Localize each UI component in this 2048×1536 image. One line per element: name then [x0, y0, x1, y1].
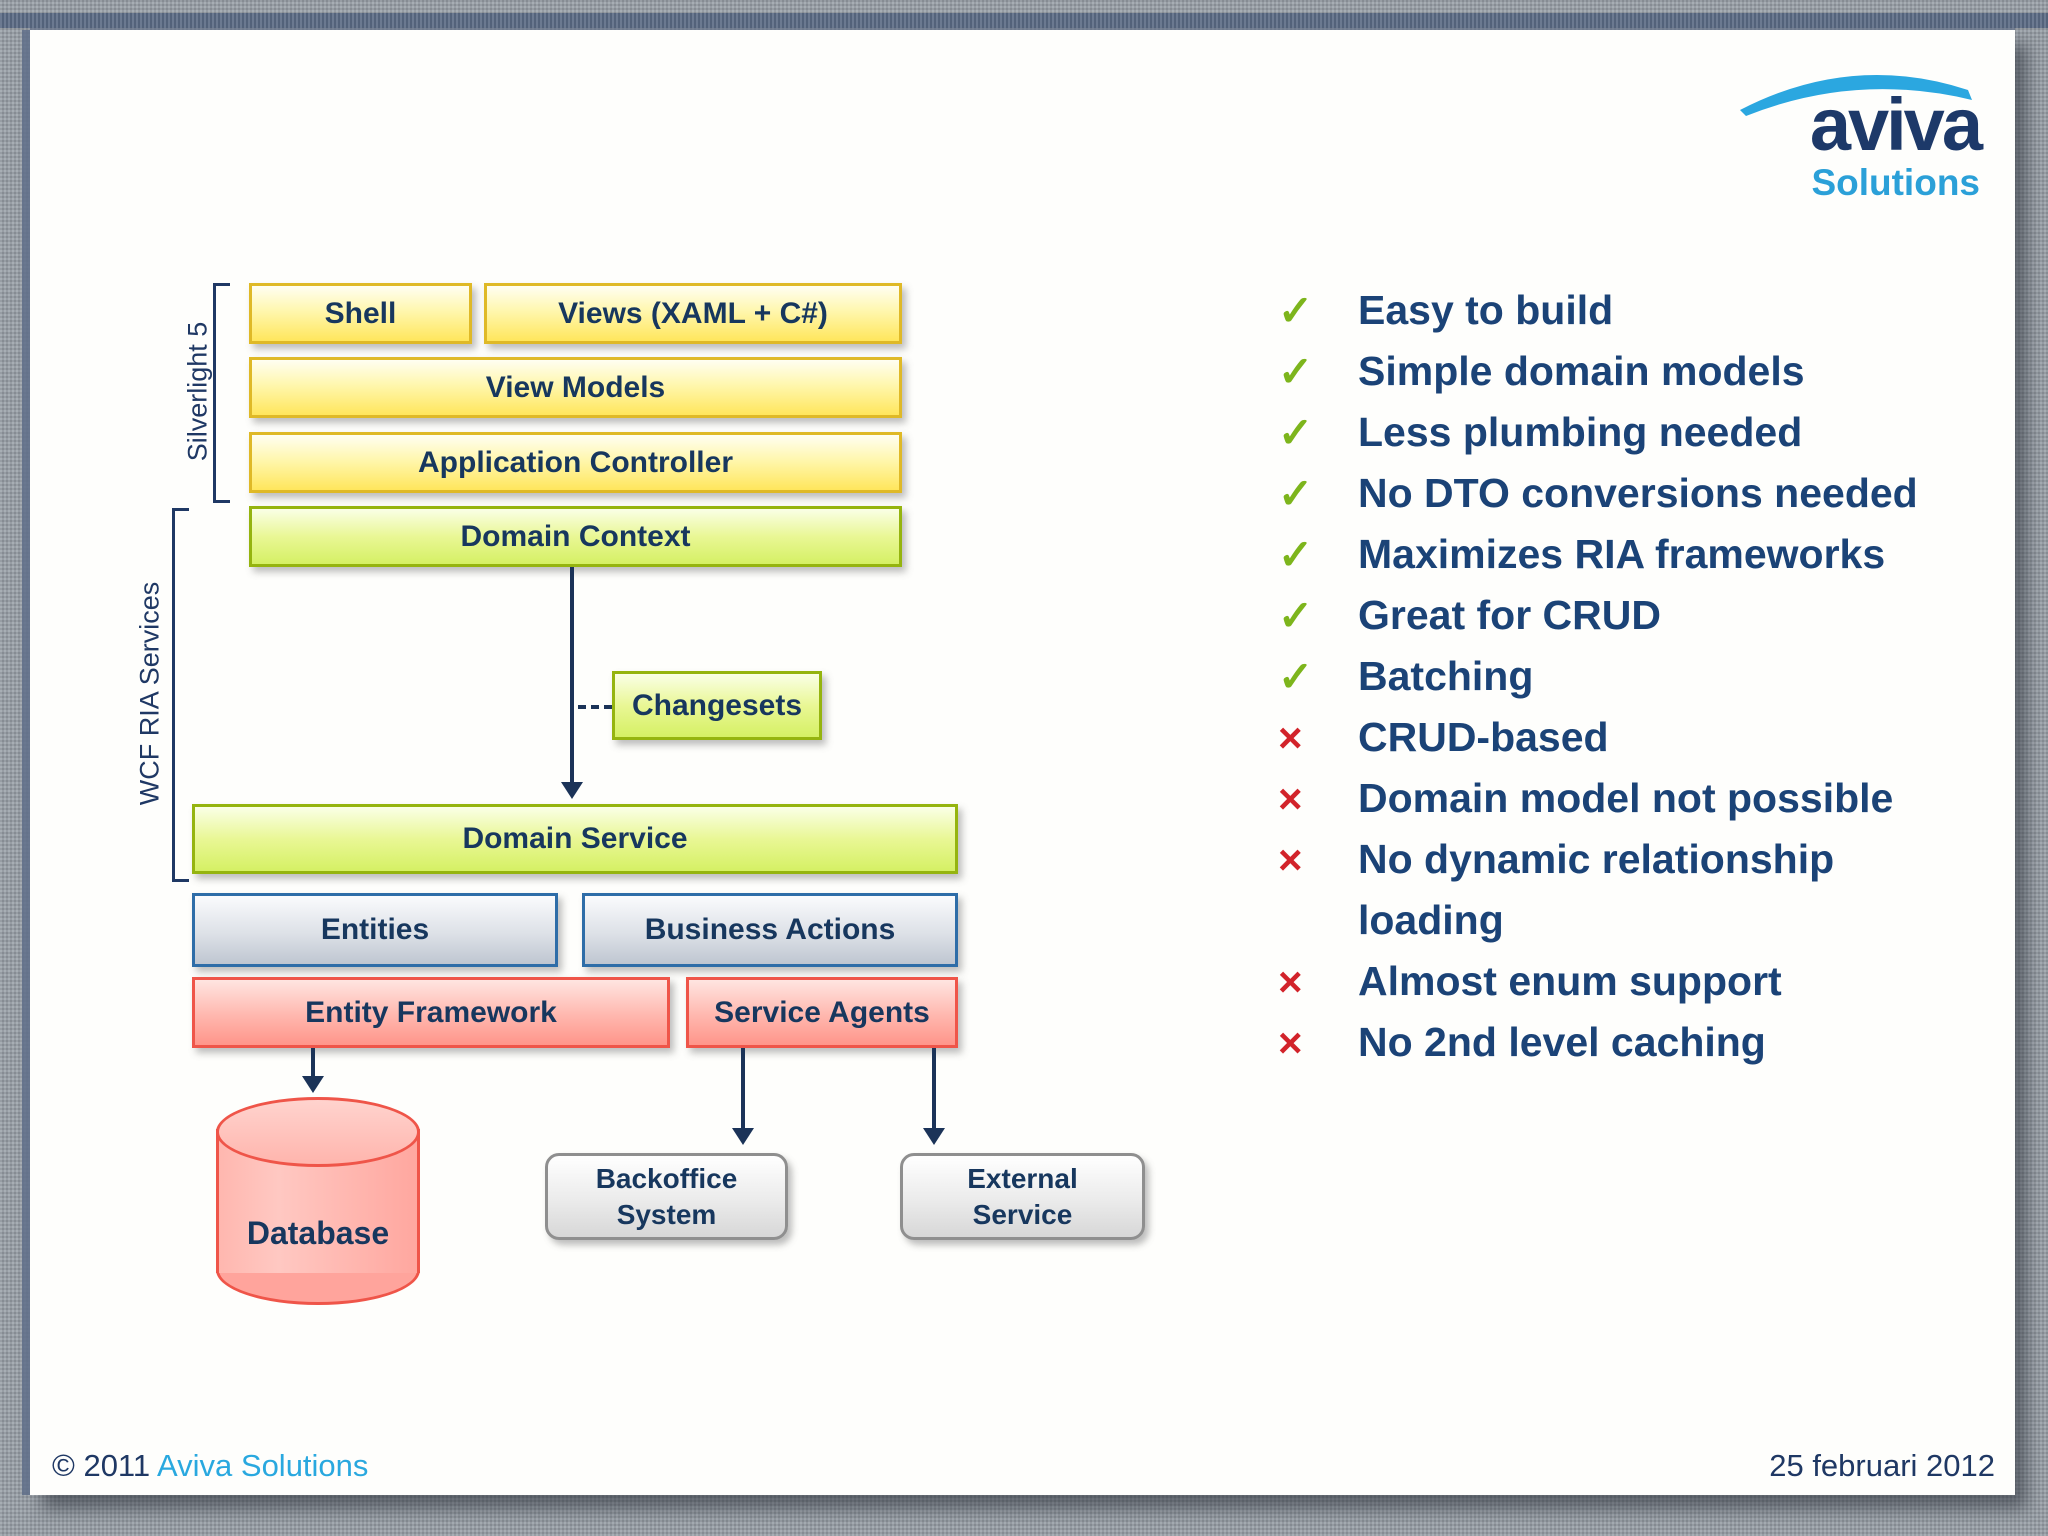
checklist-item-text: Simple domain models: [1358, 348, 1805, 394]
silverlight-bracket: [213, 283, 230, 503]
checklist-item: ✓ Batching: [1278, 646, 1998, 707]
checklist-item-text: Domain model not possible: [1358, 775, 1894, 821]
checklist-mark-icon: ✓: [1278, 653, 1314, 700]
checklist-item: ✓ No DTO conversions needed: [1278, 463, 1998, 524]
checklist-item: × No 2nd level caching: [1278, 1012, 1998, 1073]
node-domain-service: Domain Service: [192, 804, 958, 874]
pros-cons-checklist: ✓ Easy to build ✓ Simple domain models ✓…: [1278, 280, 1998, 1073]
checklist-item-text: Less plumbing needed: [1358, 409, 1803, 455]
node-view-models: View Models: [249, 357, 902, 418]
checklist-item: × CRUD-based: [1278, 707, 1998, 768]
checklist-item-text: Batching: [1358, 653, 1534, 699]
checklist-item-text: Great for CRUD: [1358, 592, 1661, 638]
database-label: Database: [246, 1215, 390, 1251]
checklist-mark-icon: ×: [1278, 1019, 1303, 1066]
arrow-sa-to-backoffice-head: [732, 1128, 754, 1145]
checklist-item: ✓ Simple domain models: [1278, 341, 1998, 402]
wcf-ria-bracket: [172, 508, 189, 882]
arrow-ef-to-database-head: [302, 1076, 324, 1093]
silverlight-label: Silverlight 5: [182, 321, 213, 462]
logo-sub-text: Solutions: [1811, 162, 1980, 203]
database-cylinder-top: [216, 1097, 420, 1167]
checklist-item: × No dynamic relationship loading: [1278, 829, 1998, 951]
checklist-item: × Almost enum support: [1278, 951, 1998, 1012]
checklist-item-text: No DTO conversions needed: [1358, 470, 1918, 516]
checklist-item: ✓ Easy to build: [1278, 280, 1998, 341]
copyright-text: © 2011 Aviva Solutions: [52, 1448, 368, 1484]
checklist-mark-icon: ×: [1278, 958, 1303, 1005]
copyright-company: Aviva Solutions: [157, 1448, 369, 1483]
arrow-sa-to-external: [932, 1048, 936, 1130]
arrow-context-to-service-head: [561, 782, 583, 799]
aviva-solutions-logo: aviva Solutions: [1730, 60, 1986, 210]
checklist-item: × Domain model not possible: [1278, 768, 1998, 829]
arrow-context-to-service: [570, 567, 574, 783]
changesets-dashed-connector: [578, 705, 612, 709]
node-entities: Entities: [192, 893, 558, 967]
node-backoffice-system: Backoffice System: [545, 1153, 788, 1240]
checklist-mark-icon: ✓: [1278, 287, 1314, 334]
checklist-item-text: No 2nd level caching: [1358, 1019, 1766, 1065]
checklist-item: ✓ Maximizes RIA frameworks: [1278, 524, 1998, 585]
slide-date: 25 februari 2012: [1769, 1448, 1995, 1483]
copyright-prefix: © 2011: [52, 1448, 158, 1483]
arrow-ef-to-database: [311, 1048, 315, 1078]
node-changesets: Changesets: [612, 671, 822, 740]
checklist-item-text: CRUD-based: [1358, 714, 1609, 760]
checklist-item-text: Maximizes RIA frameworks: [1358, 531, 1886, 577]
wcf-ria-label: WCF RIA Services: [134, 581, 165, 806]
node-application-controller: Application Controller: [249, 432, 902, 493]
node-database: Database: [216, 1097, 420, 1305]
logo-swoosh-icon: [1740, 74, 1972, 116]
checklist-mark-icon: ×: [1278, 714, 1303, 761]
node-views: Views (XAML + C#): [484, 283, 902, 344]
checklist-mark-icon: ✓: [1278, 409, 1314, 456]
checklist-mark-icon: ✓: [1278, 470, 1314, 517]
top-border-band: [0, 13, 2048, 28]
logo-brand-text: aviva: [1809, 83, 1983, 166]
checklist-item-text: No dynamic relationship loading: [1358, 836, 1835, 943]
checklist-item: ✓ Less plumbing needed: [1278, 402, 1998, 463]
checklist-item: ✓ Great for CRUD: [1278, 585, 1998, 646]
arrow-sa-to-external-head: [923, 1128, 945, 1145]
checklist-item-text: Almost enum support: [1358, 958, 1782, 1004]
checklist-mark-icon: ✓: [1278, 592, 1314, 639]
checklist-item-text: Easy to build: [1358, 287, 1614, 333]
node-business-actions: Business Actions: [582, 893, 958, 967]
node-service-agents: Service Agents: [686, 977, 958, 1048]
checklist-mark-icon: ×: [1278, 836, 1303, 883]
arrow-sa-to-backoffice: [741, 1048, 745, 1130]
node-entity-framework: Entity Framework: [192, 977, 670, 1048]
node-shell: Shell: [249, 283, 472, 344]
node-external-service: External Service: [900, 1153, 1145, 1240]
checklist-mark-icon: ✓: [1278, 348, 1314, 395]
checklist-mark-icon: ✓: [1278, 531, 1314, 578]
slide: aviva Solutions Silverlight 5 WCF RIA Se…: [30, 30, 2015, 1495]
checklist-mark-icon: ×: [1278, 775, 1303, 822]
node-domain-context: Domain Context: [249, 506, 902, 567]
